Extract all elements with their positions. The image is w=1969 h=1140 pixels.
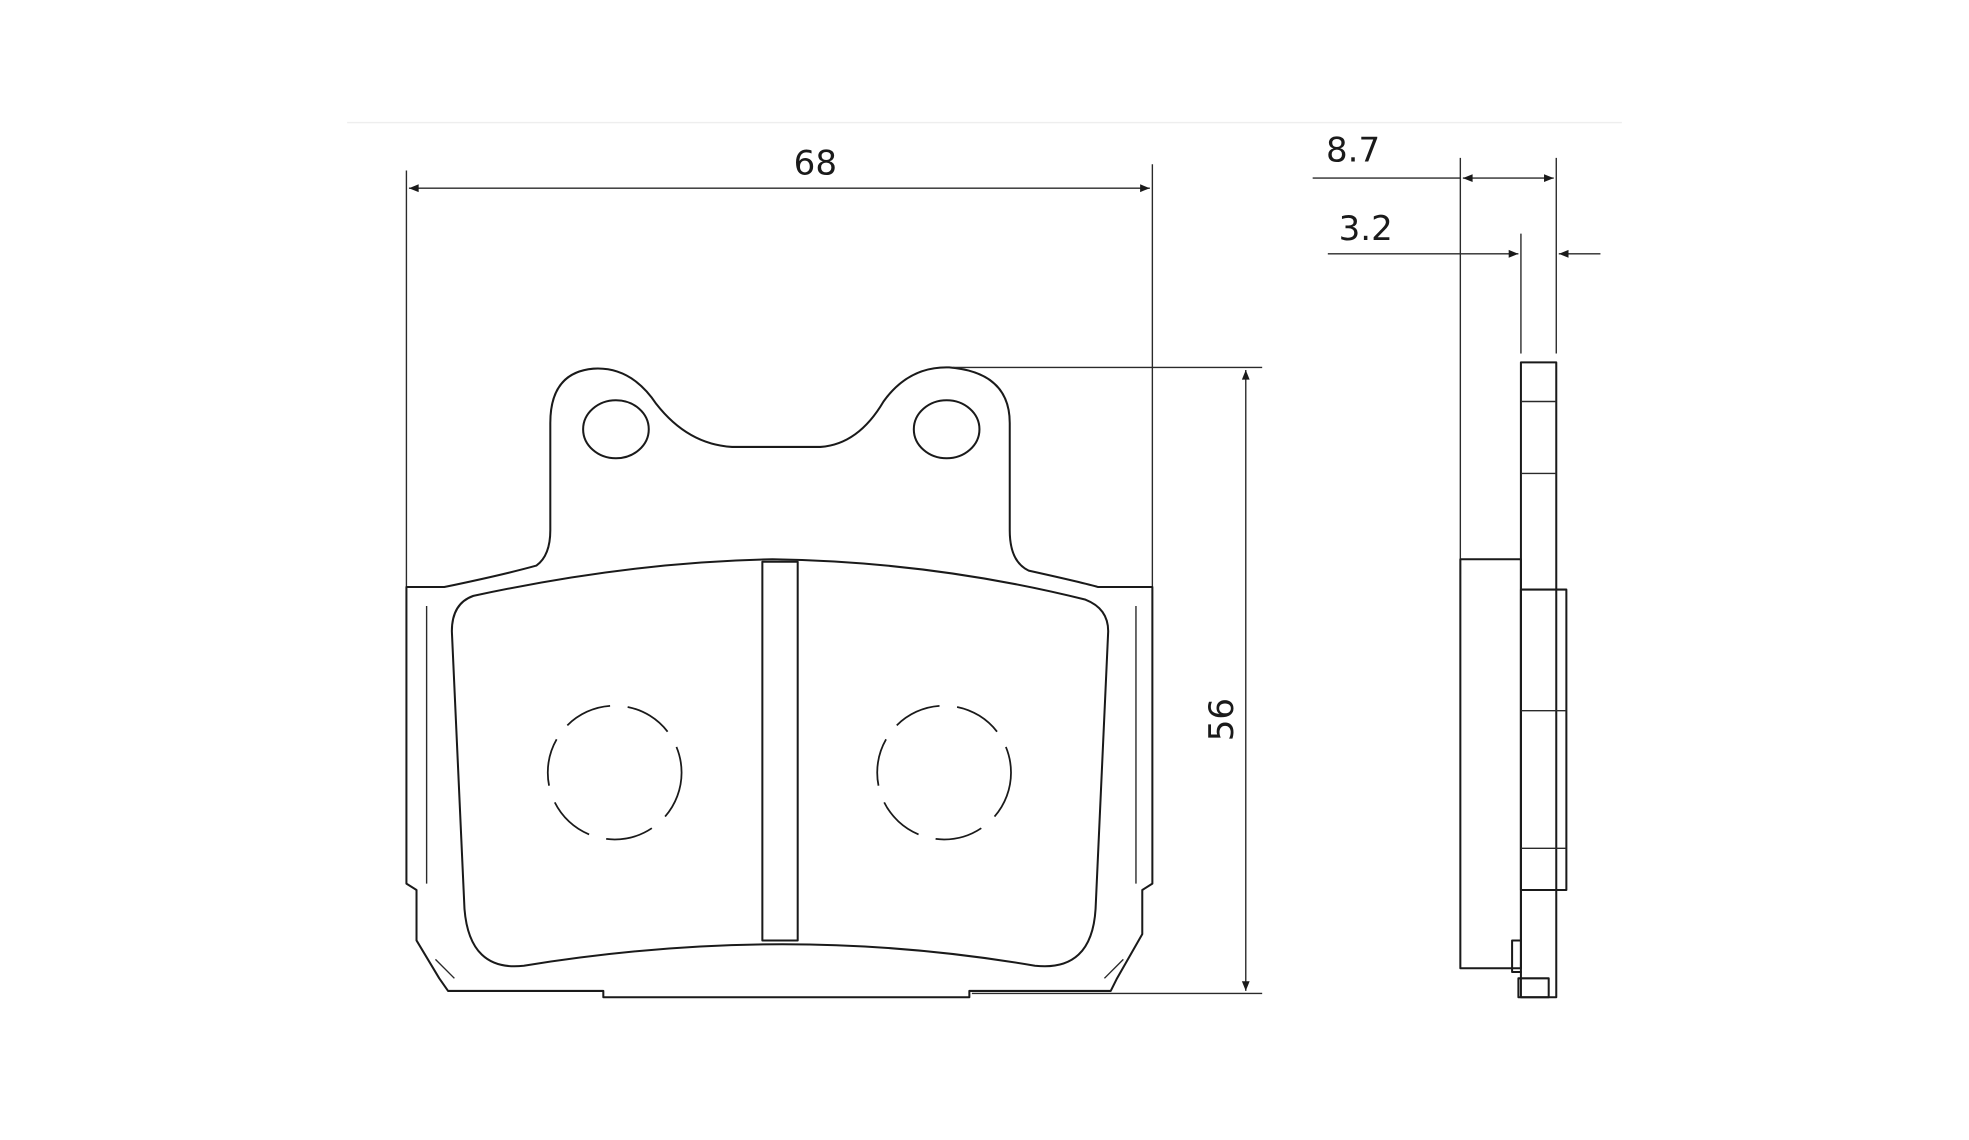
side-view (1459, 361, 1568, 999)
height-label: 56 (1202, 698, 1242, 741)
plate-thickness-label: 3.2 (1339, 209, 1393, 249)
piston-circle-left (546, 704, 683, 841)
corner-chamfer (1103, 958, 1124, 979)
mounting-hole-left (582, 399, 650, 460)
center-slot (761, 560, 799, 942)
plate-edge-lines (425, 605, 1137, 884)
mounting-hole-right (912, 399, 981, 460)
height-dimension: 56 (952, 366, 1263, 995)
friction-pad-outline (450, 558, 1110, 968)
corner-chamfer (434, 958, 455, 979)
backing-plate-outline (405, 366, 1154, 999)
width-dimension: 68 (405, 143, 1154, 588)
thickness-dimensions: 8.7 3.2 (1312, 131, 1601, 575)
total-thickness-label: 8.7 (1326, 131, 1380, 171)
width-label: 68 (794, 143, 837, 183)
piston-circle-right (876, 704, 1012, 841)
